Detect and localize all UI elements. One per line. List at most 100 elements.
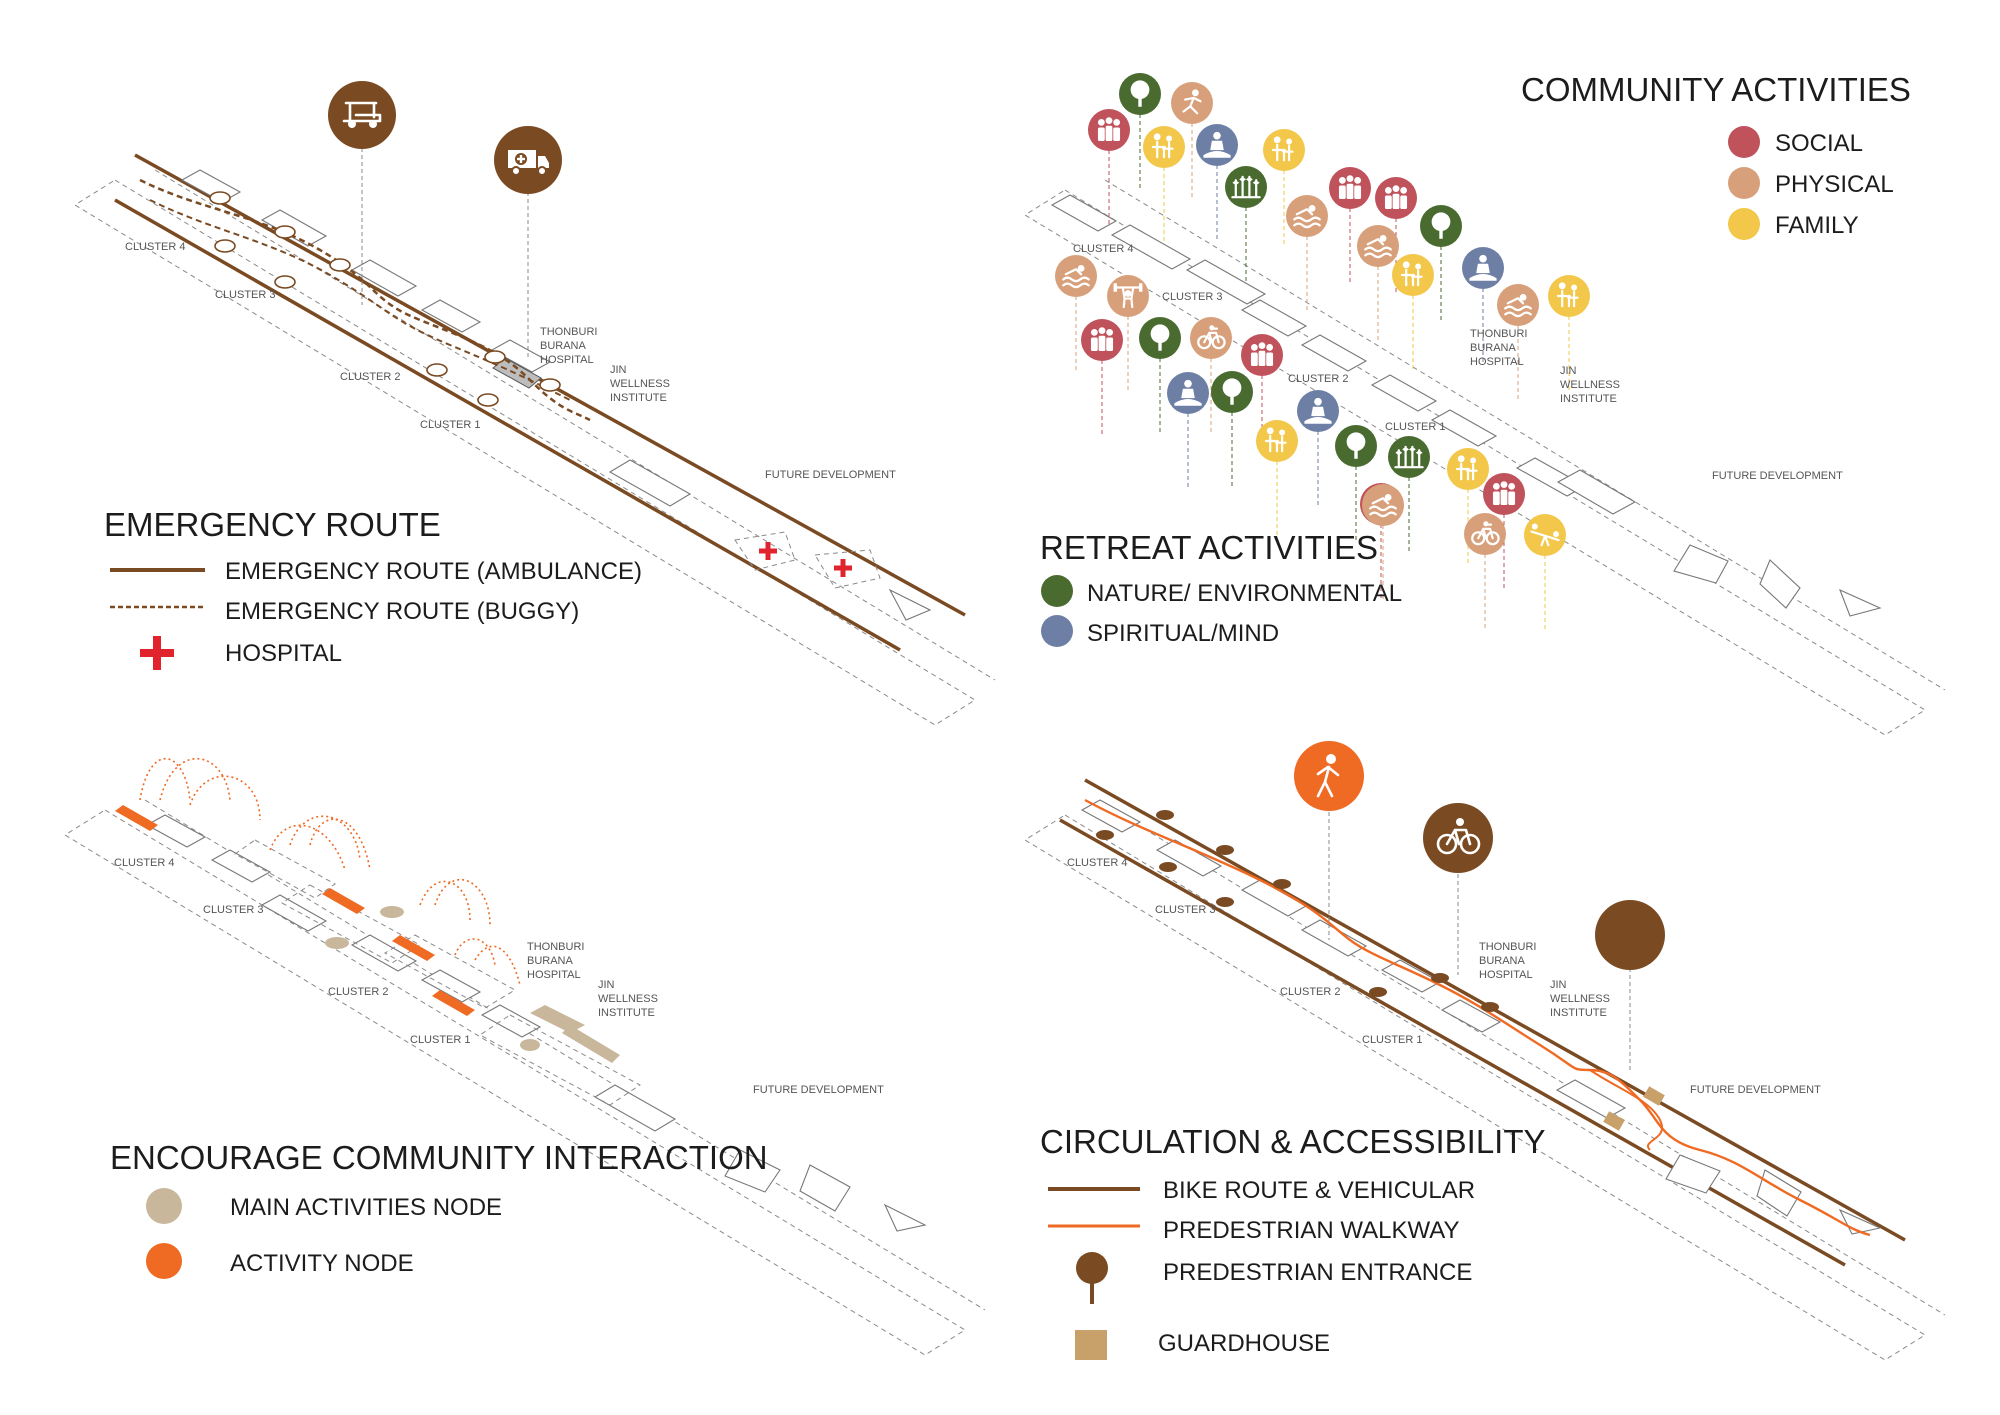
cluster1-label: CLUSTER 1 xyxy=(420,419,481,431)
circ-hospital-label-1: THONBURI xyxy=(1479,941,1536,953)
retreat-hospital-label-2: BURANA xyxy=(1470,342,1517,354)
legend-bike-route: BIKE ROUTE & VEHICULAR xyxy=(1163,1177,1475,1204)
social-people-marker xyxy=(1081,319,1123,361)
retreat-cluster2-label: CLUSTER 2 xyxy=(1288,373,1349,385)
activity-markers xyxy=(1055,73,1590,556)
nature-swatch xyxy=(1041,575,1073,607)
activity-node xyxy=(322,888,365,914)
community-activities-panel: CLUSTER 4 CLUSTER 3 CLUSTER 2 CLUSTER 1 … xyxy=(1024,71,1946,736)
circulation-panel: CLUSTER 4 CLUSTER 3 CLUSTER 2 CLUSTER 1 … xyxy=(1024,741,1946,1361)
circulation-legend: BIKE ROUTE & VEHICULAR PREDESTRIAN WALKW… xyxy=(1048,1177,1475,1360)
circ-cluster4-label: CLUSTER 4 xyxy=(1067,857,1128,869)
circ-hospital-label-2: BURANA xyxy=(1479,955,1526,967)
emergency-title: EMERGENCY ROUTE xyxy=(104,506,441,543)
circ-future-label: FUTURE DEVELOPMENT xyxy=(1690,1084,1821,1096)
circ-cluster3-label: CLUSTER 3 xyxy=(1155,904,1216,916)
legend-hospital: HOSPITAL xyxy=(225,640,342,667)
physical-swim-marker xyxy=(1362,484,1404,526)
interaction-buildings xyxy=(145,814,927,1232)
retreat-future-label: FUTURE DEVELOPMENT xyxy=(1712,470,1843,482)
main-node-swatch xyxy=(146,1188,182,1224)
spiritual-swatch xyxy=(1041,615,1073,647)
emergency-buildings xyxy=(180,169,932,621)
legend-activity-node: ACTIVITY NODE xyxy=(230,1250,414,1277)
circulation-buildings xyxy=(1080,799,1882,1235)
retreat-buildings xyxy=(1050,194,1882,617)
family-family-marker xyxy=(1256,420,1298,462)
retreat-institute-label-1: JIN xyxy=(1560,365,1577,377)
main-activity-node xyxy=(380,906,404,918)
social-people-marker xyxy=(1329,167,1371,209)
interaction-cluster1-label: CLUSTER 1 xyxy=(410,1034,471,1046)
circulation-stops xyxy=(1096,810,1499,1012)
hospital-label-1: THONBURI xyxy=(540,326,597,338)
physical-swim-marker xyxy=(1055,255,1097,297)
legend-entrance: PREDESTRIAN ENTRANCE xyxy=(1163,1259,1472,1286)
social-people-marker xyxy=(1483,473,1525,515)
legend-buggy: EMERGENCY ROUTE (BUGGY) xyxy=(225,598,579,625)
legend-nature: NATURE/ ENVIRONMENTAL xyxy=(1087,580,1402,607)
legend-hospital-cross-icon xyxy=(140,636,174,670)
legend-ambulance: EMERGENCY ROUTE (AMBULANCE) xyxy=(225,558,642,585)
hospital-cross-icon xyxy=(834,559,852,577)
pedestrian-walkway xyxy=(1084,798,1871,1237)
nature-plants-marker xyxy=(1388,436,1430,478)
interaction-cluster2-label: CLUSTER 2 xyxy=(328,986,389,998)
cluster2-label: CLUSTER 2 xyxy=(340,371,401,383)
nature-tree-marker xyxy=(1335,425,1377,467)
spiritual-meditation-marker xyxy=(1167,372,1209,414)
pedestrian-icon xyxy=(1294,741,1364,811)
physical-runner-marker xyxy=(1171,82,1213,124)
retreat-cluster4-label: CLUSTER 4 xyxy=(1073,243,1134,255)
circ-institute-label-1: JIN xyxy=(1550,979,1567,991)
family-family-marker xyxy=(1447,448,1489,490)
social-people-marker xyxy=(1088,109,1130,151)
nature-tree-marker xyxy=(1139,317,1181,359)
interaction-hospital-label-3: HOSPITAL xyxy=(527,969,581,981)
family-seesaw-marker xyxy=(1524,514,1566,556)
buggy-route xyxy=(139,178,591,422)
activity-nodes xyxy=(115,805,475,1016)
future-label: FUTURE DEVELOPMENT xyxy=(765,469,896,481)
entrance-pin-icon xyxy=(1076,1252,1108,1304)
family-family-marker xyxy=(1548,275,1590,317)
interaction-institute-label-1: JIN xyxy=(598,979,615,991)
social-people-marker xyxy=(1241,334,1283,376)
physical-bike-marker xyxy=(1190,317,1232,359)
legend-walkway: PREDESTRIAN WALKWAY xyxy=(1163,1217,1459,1244)
family-family-marker xyxy=(1392,254,1434,296)
interaction-legend: MAIN ACTIVITIES NODE ACTIVITY NODE xyxy=(146,1188,502,1279)
family-family-marker xyxy=(1263,129,1305,171)
emergency-legend: EMERGENCY ROUTE (AMBULANCE) EMERGENCY RO… xyxy=(110,558,642,670)
legend-spiritual: SPIRITUAL/MIND xyxy=(1087,620,1279,647)
interaction-institute-label-2: WELLNESS xyxy=(598,993,658,1005)
retreat-legend: NATURE/ ENVIRONMENTAL SPIRITUAL/MIND xyxy=(1041,575,1402,647)
community-interaction-panel: CLUSTER 4 CLUSTER 3 CLUSTER 2 CLUSTER 1 … xyxy=(64,757,986,1356)
physical-swatch xyxy=(1728,167,1760,199)
activity-node xyxy=(432,990,475,1016)
main-activity-node xyxy=(325,937,349,949)
retreat-institute-label-2: WELLNESS xyxy=(1560,379,1620,391)
bicycle-icon xyxy=(1423,803,1493,873)
interaction-cluster3-label: CLUSTER 3 xyxy=(203,904,264,916)
legend-family: FAMILY xyxy=(1775,212,1859,239)
main-activity-node xyxy=(520,1039,540,1051)
main-activity-node xyxy=(562,1025,620,1063)
family-swatch xyxy=(1728,208,1760,240)
institute-label-2: WELLNESS xyxy=(610,378,670,390)
physical-bike-marker xyxy=(1464,513,1506,555)
spiritual-meditation-marker xyxy=(1297,390,1339,432)
buggy-icon xyxy=(328,81,396,149)
activity-node-swatch xyxy=(146,1243,182,1279)
circ-institute-label-3: INSTITUTE xyxy=(1550,1007,1607,1019)
nature-tree-marker xyxy=(1420,205,1462,247)
guardhouse xyxy=(1603,1111,1625,1131)
circ-cluster2-label: CLUSTER 2 xyxy=(1280,986,1341,998)
activity-node xyxy=(392,935,435,961)
buggy-stops xyxy=(209,191,561,407)
people-icon xyxy=(1492,481,1516,506)
retreat-stems xyxy=(1075,114,1570,630)
hospital-label-3: HOSPITAL xyxy=(540,354,594,366)
retreat-title: RETREAT ACTIVITIES xyxy=(1040,529,1378,566)
